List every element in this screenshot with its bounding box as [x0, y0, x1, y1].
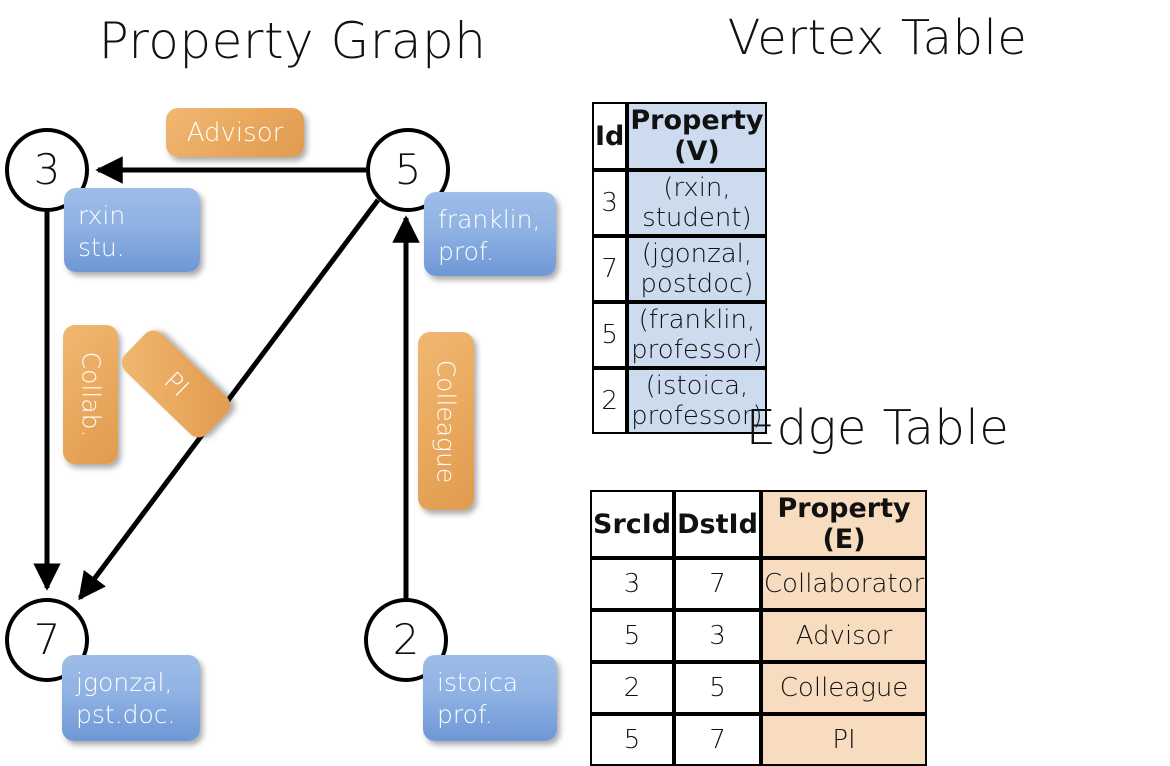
vertex-property-3-line2: stu.: [78, 233, 125, 262]
edge-cell-property: Colleague: [760, 662, 928, 714]
vertex-property-box-7: jgonzal, pst.doc.: [62, 655, 200, 741]
vertex-property-5-line2: prof.: [438, 237, 494, 266]
vertex-property-box-5: franklin, prof.: [424, 192, 556, 276]
vertex-cell-property: (istoica, professor): [627, 368, 767, 434]
graph-node-3-label: 3: [33, 145, 61, 194]
edge-label-advisor-text: Advisor: [186, 117, 284, 148]
property-graph-panel: Property Graph 3 5 7 2 rxin stu. frankli…: [0, 0, 585, 760]
vertex-cell-id: 5: [592, 302, 628, 368]
table-header-row: SrcId DstId Property (E): [590, 490, 928, 558]
edge-label-pi-text: PI: [157, 365, 195, 403]
edge-cell-srcid: 3: [590, 558, 675, 610]
table-row[interactable]: 2 5 Colleague: [590, 662, 928, 714]
table-row[interactable]: 5 3 Advisor: [590, 610, 928, 662]
page-title-vertex-table: Vertex Table: [727, 10, 1028, 66]
vertex-cell-id: 3: [592, 170, 628, 236]
table-row[interactable]: 3 (rxin, student): [592, 170, 767, 236]
edge-cell-property: Advisor: [760, 610, 928, 662]
edge-label-collab: Collab.: [63, 325, 118, 464]
vertex-property-2-line1: istoica: [437, 668, 519, 697]
vertex-cell-property: (franklin, professor): [627, 302, 767, 368]
edge-label-colleague-text: Colleague: [431, 359, 461, 483]
table-row[interactable]: 5 (franklin, professor): [592, 302, 767, 368]
edge-header-property: Property (E): [760, 490, 928, 558]
vertex-property-box-3: rxin stu.: [64, 188, 200, 272]
vertex-property-box-2: istoica prof.: [423, 655, 557, 741]
edge-cell-dstid: 7: [674, 558, 761, 610]
vertex-header-property: Property (V): [627, 102, 767, 170]
vertex-property-7-line1: jgonzal,: [76, 668, 173, 697]
table-row[interactable]: 3 7 Collaborator: [590, 558, 928, 610]
table-row[interactable]: 7 (jgonzal, postdoc): [592, 236, 767, 302]
vertex-property-5-line1: franklin,: [438, 205, 541, 234]
edge-table: SrcId DstId Property (E) 3 7 Collaborato…: [590, 490, 928, 766]
edge-header-dstid: DstId: [674, 490, 761, 558]
edge-cell-srcid: 2: [590, 662, 675, 714]
page-title-edge-table: Edge Table: [745, 400, 1010, 456]
graph-node-5-label: 5: [394, 145, 422, 194]
edge-cell-dstid: 3: [674, 610, 761, 662]
edge-cell-dstid: 7: [674, 714, 761, 766]
vertex-property-2-line2: prof.: [437, 700, 493, 729]
graph-node-5[interactable]: 5: [366, 128, 450, 212]
edge-label-advisor: Advisor: [166, 108, 304, 157]
vertex-cell-property: (jgonzal, postdoc): [627, 236, 767, 302]
vertex-cell-id: 2: [592, 368, 628, 434]
edge-cell-srcid: 5: [590, 714, 675, 766]
edge-cell-srcid: 5: [590, 610, 675, 662]
edge-label-collab-text: Collab.: [76, 351, 105, 438]
vertex-cell-property: (rxin, student): [627, 170, 767, 236]
vertex-header-id: Id: [592, 102, 628, 170]
vertex-cell-id: 7: [592, 236, 628, 302]
page-title-property-graph: Property Graph: [98, 12, 487, 70]
edge-cell-property: PI: [760, 714, 928, 766]
vertex-property-3-line1: rxin: [78, 201, 126, 230]
graph-node-2[interactable]: 2: [364, 598, 448, 682]
edge-header-srcid: SrcId: [590, 490, 675, 558]
edge-label-colleague: Colleague: [418, 332, 474, 510]
edge-cell-dstid: 5: [674, 662, 761, 714]
table-header-row: Id Property (V): [592, 102, 767, 170]
table-row[interactable]: 2 (istoica, professor): [592, 368, 767, 434]
vertex-property-7-line2: pst.doc.: [76, 700, 176, 729]
graph-node-2-label: 2: [392, 615, 420, 664]
graph-node-7-label: 7: [33, 615, 61, 664]
edge-cell-property: Collaborator: [760, 558, 928, 610]
vertex-table: Id Property (V) 3 (rxin, student) 7 (jgo…: [592, 102, 767, 434]
table-row[interactable]: 5 7 PI: [590, 714, 928, 766]
